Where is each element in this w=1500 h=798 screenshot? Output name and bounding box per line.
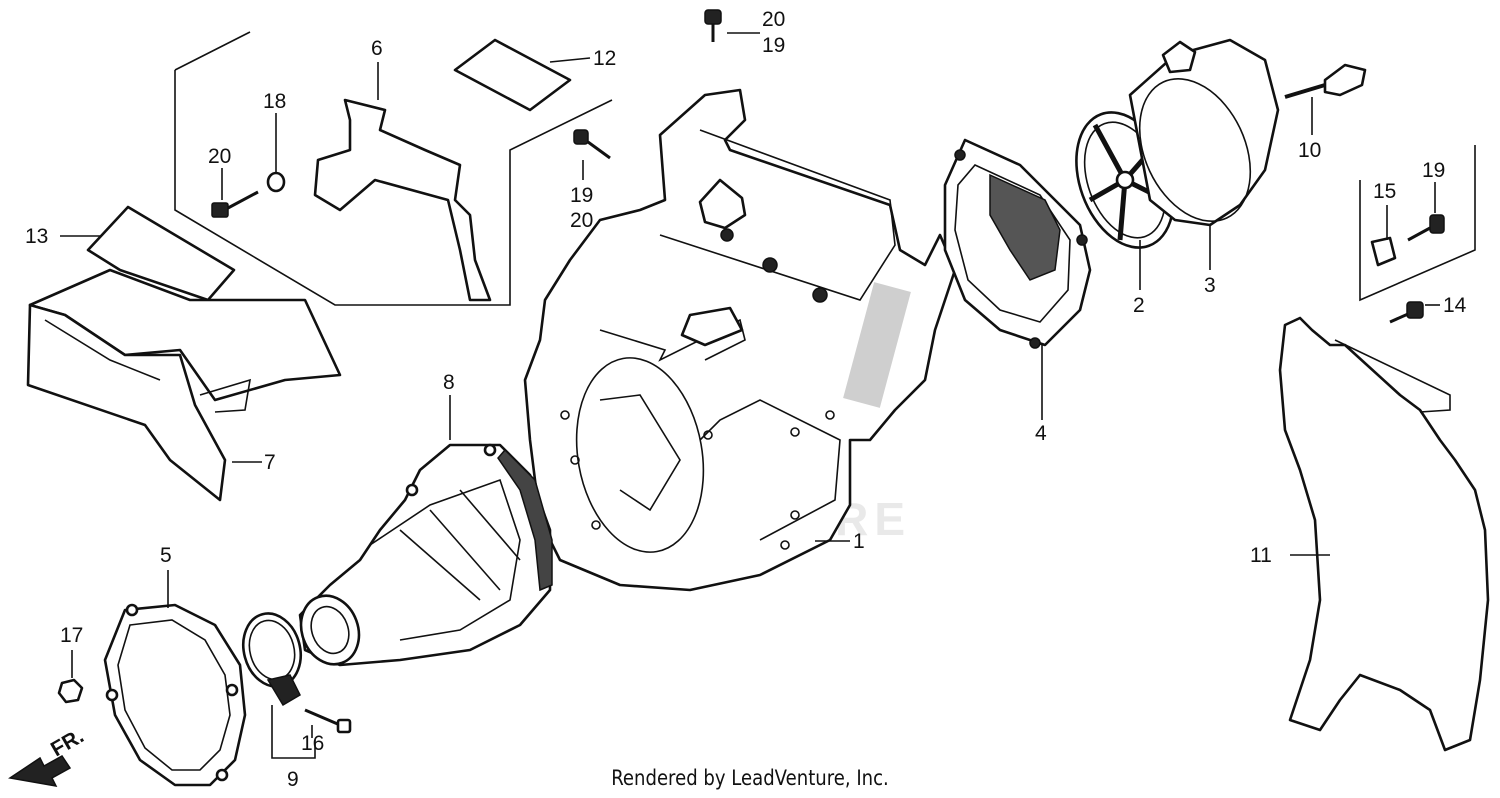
part-10-bolt <box>1284 63 1367 99</box>
callout-7: 7 <box>264 451 276 474</box>
part-3-starter-case <box>1128 38 1280 227</box>
callout-19-center: 19 <box>570 184 593 207</box>
callout-20-left: 20 <box>208 145 231 168</box>
callout-2: 2 <box>1133 294 1145 317</box>
bolt-20-left <box>211 190 259 218</box>
callout-20-top: 20 <box>762 8 785 31</box>
part-15-bracket <box>1359 145 1476 302</box>
part-8-air-duct <box>298 443 553 667</box>
callout-14: 14 <box>1443 294 1467 317</box>
callout-20-center: 20 <box>570 209 593 232</box>
part-5-gasket <box>103 603 247 787</box>
callout-4: 4 <box>1035 422 1047 445</box>
direction-label: FR. <box>47 724 88 761</box>
callout-15: 15 <box>1373 180 1396 203</box>
leader-lines <box>60 32 1440 759</box>
part-1-fan-housing <box>523 88 957 592</box>
nut-17 <box>57 678 84 704</box>
callout-1: 1 <box>853 530 865 553</box>
bolt-20-top <box>704 9 722 42</box>
callout-17: 17 <box>60 624 83 647</box>
callout-19-right: 19 <box>1422 159 1445 182</box>
callout-13: 13 <box>25 225 48 248</box>
front-direction-arrow: FR. <box>8 724 88 787</box>
callout-18: 18 <box>263 90 286 113</box>
callout-labels: 1 2 3 4 5 6 7 8 9 10 11 12 13 14 15 16 1… <box>25 8 1467 791</box>
callout-12: 12 <box>593 47 616 70</box>
part-6-cover-plate <box>174 31 613 306</box>
callout-11: 11 <box>1250 544 1272 567</box>
callout-10: 10 <box>1298 139 1321 162</box>
footer-credit: Rendered by LeadVenture, Inc. <box>611 766 889 790</box>
bolt-19-center <box>573 129 611 160</box>
callout-9: 9 <box>287 768 299 791</box>
part-11-side-shroud <box>1278 316 1490 752</box>
screw-16 <box>304 708 352 734</box>
callout-8: 8 <box>443 371 455 394</box>
washer-18 <box>266 171 286 193</box>
callout-5: 5 <box>160 544 172 567</box>
part-9-hose-clamp <box>242 612 302 707</box>
part-4-stator-plate <box>943 138 1092 349</box>
callout-19-top: 19 <box>762 34 785 57</box>
bolt-14 <box>1389 301 1424 324</box>
callout-6: 6 <box>371 37 383 60</box>
callout-16: 16 <box>301 732 324 755</box>
callout-3: 3 <box>1204 274 1216 297</box>
part-7-shroud <box>26 205 342 502</box>
